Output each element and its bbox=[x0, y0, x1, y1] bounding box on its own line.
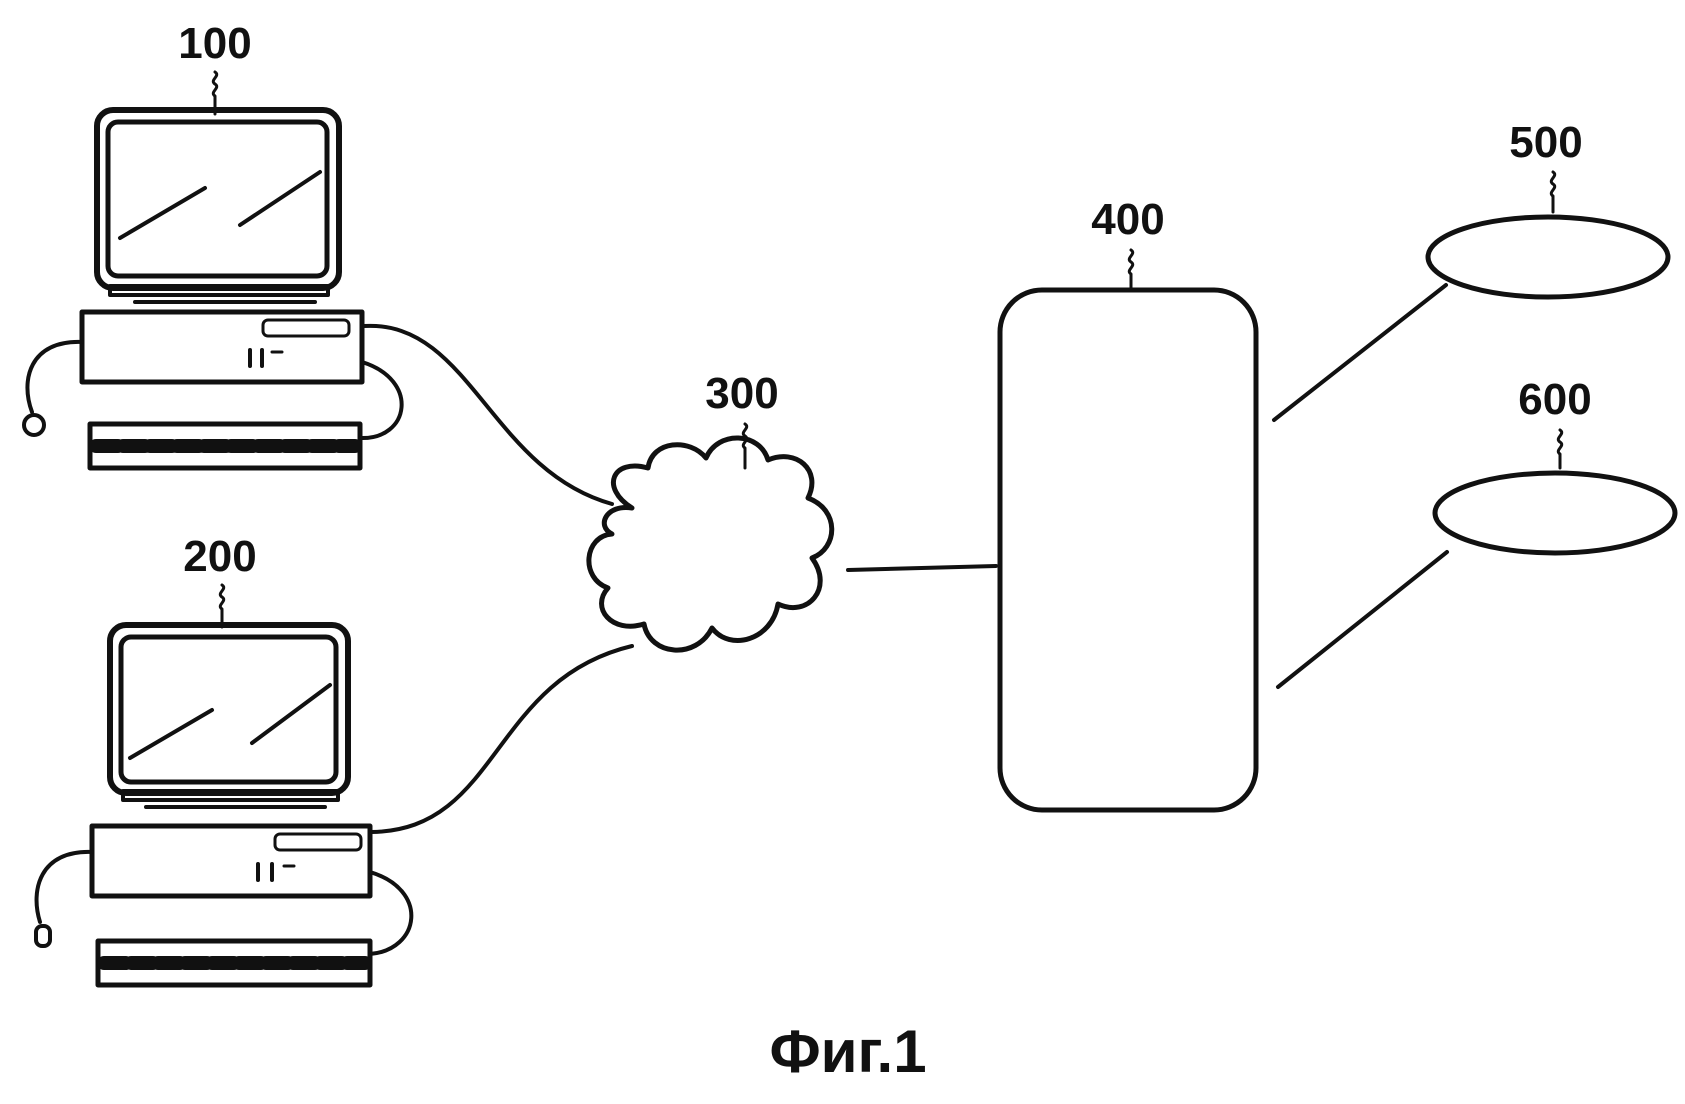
mouse-icon bbox=[34, 849, 94, 948]
database-500-ellipse bbox=[1425, 214, 1671, 300]
connection-server-to-600 bbox=[1276, 550, 1449, 689]
keyboard-icon bbox=[95, 938, 373, 988]
keyboard-cable bbox=[358, 360, 404, 441]
monitor-icon bbox=[107, 622, 351, 809]
system-unit-icon bbox=[79, 309, 365, 385]
monitor-icon bbox=[94, 107, 342, 304]
database-600-ellipse bbox=[1432, 470, 1678, 556]
server-400: 400 bbox=[997, 195, 1259, 813]
computer-200-leader bbox=[218, 583, 226, 629]
figure-caption: Фиг.1 bbox=[769, 1018, 926, 1085]
connection-200-to-network bbox=[370, 644, 634, 834]
database-500: 500 bbox=[1425, 118, 1671, 300]
keyboard-icon bbox=[87, 421, 363, 471]
connection-server-to-500 bbox=[1272, 283, 1448, 422]
keyboard-cable bbox=[368, 870, 414, 956]
computer-100: 100 bbox=[22, 19, 404, 471]
cloud-icon bbox=[586, 435, 835, 653]
database-600-leader bbox=[1556, 428, 1564, 470]
database-600-label: 600 bbox=[1518, 375, 1591, 424]
computer-100-leader bbox=[211, 70, 219, 116]
database-500-leader bbox=[1549, 170, 1557, 214]
network-300: 300 bbox=[586, 369, 835, 653]
database-600: 600 bbox=[1432, 375, 1678, 556]
network-leader bbox=[741, 422, 749, 470]
server-box bbox=[997, 287, 1259, 813]
connection-100-to-network bbox=[362, 323, 614, 506]
computer-100-label: 100 bbox=[178, 19, 251, 68]
server-leader bbox=[1127, 248, 1135, 292]
system-unit-icon bbox=[89, 823, 373, 899]
computer-200: 200 bbox=[34, 532, 414, 988]
computer-200-label: 200 bbox=[183, 532, 256, 581]
network-label: 300 bbox=[705, 369, 778, 418]
database-500-label: 500 bbox=[1509, 118, 1582, 167]
mouse-icon bbox=[22, 339, 84, 437]
connection-network-to-server bbox=[846, 564, 998, 572]
server-label: 400 bbox=[1091, 195, 1164, 244]
